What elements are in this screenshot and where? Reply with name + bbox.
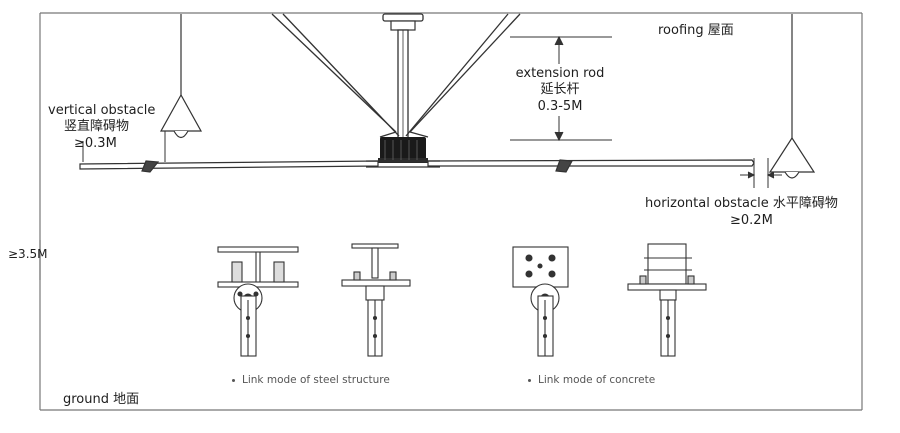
- mount-bracket-icon: [341, 243, 411, 357]
- roofing-label: roofing 屋面: [658, 23, 734, 38]
- right-blade: [427, 159, 755, 167]
- concrete-caption: Link mode of concrete: [528, 374, 655, 387]
- ceiling-fan-icon: [378, 137, 428, 163]
- guy-wires: [271, 13, 521, 138]
- mount-bracket-icon: [217, 246, 299, 357]
- extension-rod-label-en: extension rod: [515, 66, 605, 81]
- fan-motor: [380, 137, 426, 161]
- mount-bracket-icon: [627, 243, 707, 357]
- extension-rod-label-cn: 延长杆: [540, 82, 580, 98]
- vertical-obstacle-label-cn: 竖直障碍物: [64, 119, 130, 135]
- extension-rod-label: extension rod 延长杆 0.3-5M: [512, 66, 608, 115]
- lamp-icon: [768, 14, 816, 179]
- fan-blades: [79, 159, 755, 173]
- extension-rod-dimension: [510, 35, 612, 142]
- mount-bracket-icon: [512, 246, 569, 357]
- vertical-obstacle-label-en: vertical obstacle: [48, 103, 156, 118]
- vertical-obstacle-label: vertical obstacle 竖直障碍物 ≥0.3M: [48, 103, 155, 152]
- ceiling-mount-block: [390, 20, 416, 31]
- extension-rod-range: 0.3-5M: [537, 98, 583, 114]
- vertical-obstacle-min: ≥0.3M: [74, 135, 117, 151]
- steel-caption-text: Link mode of steel structure: [242, 374, 390, 386]
- horizontal-obstacle-label: horizontal obstacle 水平障碍物: [645, 196, 838, 211]
- concrete-caption-text: Link mode of concrete: [538, 374, 656, 386]
- steel-caption: Link mode of steel structure: [232, 374, 390, 387]
- room-frame: [39, 12, 863, 411]
- lamp-icon: [159, 14, 203, 139]
- height-min-label: ≥3.5M: [8, 247, 48, 261]
- left-blade: [79, 160, 379, 170]
- ground-label: ground 地面: [63, 392, 140, 407]
- vertical-obstacle-dimension: [82, 131, 166, 162]
- horizontal-obstacle-dimension: [740, 158, 782, 188]
- ceiling-mount-plate: [382, 13, 424, 22]
- horizontal-obstacle-min: ≥0.2M: [730, 213, 773, 228]
